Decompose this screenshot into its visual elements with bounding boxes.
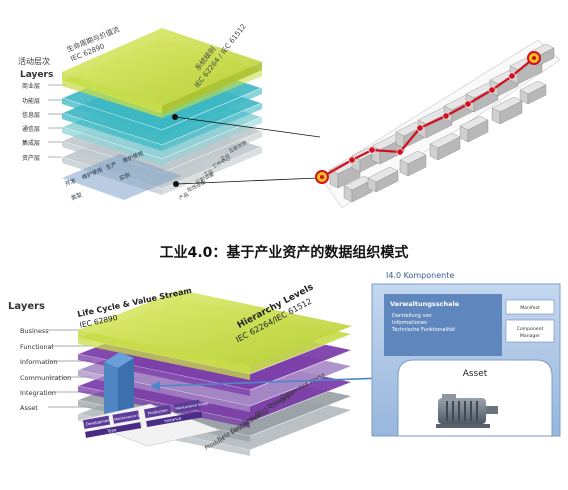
svg-text:Maintenance Usage: Maintenance Usage [175, 401, 209, 411]
page-heading: 工业4.0：基于产业资产的数据组织模式 [160, 244, 409, 261]
bottom-layer-slab-business [78, 290, 352, 374]
factory-machine [459, 115, 489, 143]
top-layer-label: 通信层 [22, 125, 40, 133]
manager-label-1: Component [517, 326, 544, 332]
bottom-layer-label: Integration [20, 389, 56, 397]
top-hierarchy-item: 工位 [203, 167, 215, 178]
motor-image [436, 394, 498, 428]
svg-text:Development: Development [85, 417, 112, 426]
bottom-left-face: Development Maintenance Usage Production… [77, 399, 221, 447]
top-layer-label: 资产层 [22, 154, 40, 162]
bottom-rami-diagram: Layers BusinessFunctionalInformationComm… [8, 282, 385, 456]
production-flow-line [321, 57, 535, 178]
asset-label: Asset [463, 369, 488, 379]
shell-line-1: Darstellung von [392, 313, 432, 319]
svg-text:Maintenance Usage: Maintenance Usage [114, 412, 148, 422]
shell-line-2: Informationen [392, 320, 427, 326]
svg-text:Type: Type [106, 427, 117, 434]
svg-text:Instance: Instance [164, 415, 182, 423]
production-node [368, 146, 376, 154]
production-node [348, 156, 356, 164]
top-layer-label: 功能层 [22, 97, 40, 105]
svg-text:实例: 实例 [118, 171, 132, 183]
top-layer-label: 商业层 [22, 82, 40, 90]
manifest-box [505, 299, 555, 315]
top-layer-stack [60, 28, 264, 195]
production-node [464, 100, 472, 108]
svg-text:Production: Production [147, 407, 168, 416]
bottom-layer-label: Communication [20, 374, 71, 382]
asset-mapping-arrow [150, 377, 385, 391]
top-layers-title-cn: 活动层次 [18, 56, 50, 66]
i40-component: I4.0 Komponente Verwaltungsschale Darste… [371, 271, 561, 437]
factory-machine [399, 150, 427, 177]
production-node [488, 86, 496, 94]
factory-machine [491, 96, 523, 125]
component-title: I4.0 Komponente [386, 271, 454, 280]
factory-illustration [315, 39, 561, 209]
svg-text:类型: 类型 [70, 190, 84, 202]
production-node [442, 112, 450, 120]
production-node [396, 148, 404, 156]
production-node [416, 124, 424, 132]
top-layers-title-en: Layers [20, 70, 53, 80]
connector-dot-top [172, 114, 178, 120]
connector-line-bottom [175, 177, 319, 185]
svg-text:生产: 生产 [105, 160, 119, 172]
bottom-layer-label: Business [20, 327, 49, 335]
production-node [508, 72, 516, 80]
manager-label-2: Manager [520, 333, 540, 339]
bottom-layers-title: Layers [8, 301, 45, 312]
top-layer-label: 信息层 [22, 111, 40, 119]
factory-machine [429, 132, 461, 161]
shell-title: Verwaltungsschale [390, 300, 460, 308]
factory-machine [367, 166, 399, 193]
bottom-layer-label: Functional [20, 343, 54, 351]
shell-line-3: Technische Funktionalität [391, 327, 455, 333]
shell-panel [384, 294, 502, 356]
bottom-layer-label: Information [20, 358, 58, 366]
top-hierarchy-item: 产品 [178, 191, 190, 202]
factory-machine [519, 80, 547, 105]
top-layer-label: 集成层 [22, 139, 40, 147]
connector-line-top [174, 116, 321, 138]
top-hierarchy-item: 企业 [219, 152, 231, 163]
connector-dot-bottom [173, 181, 179, 187]
component-manager-box [505, 319, 555, 343]
bottom-layer-label: Asset [20, 404, 38, 412]
top-layer-slab-business [62, 28, 262, 114]
svg-text:开发: 开发 [64, 176, 78, 188]
manifest-label: Manifest [520, 305, 540, 311]
